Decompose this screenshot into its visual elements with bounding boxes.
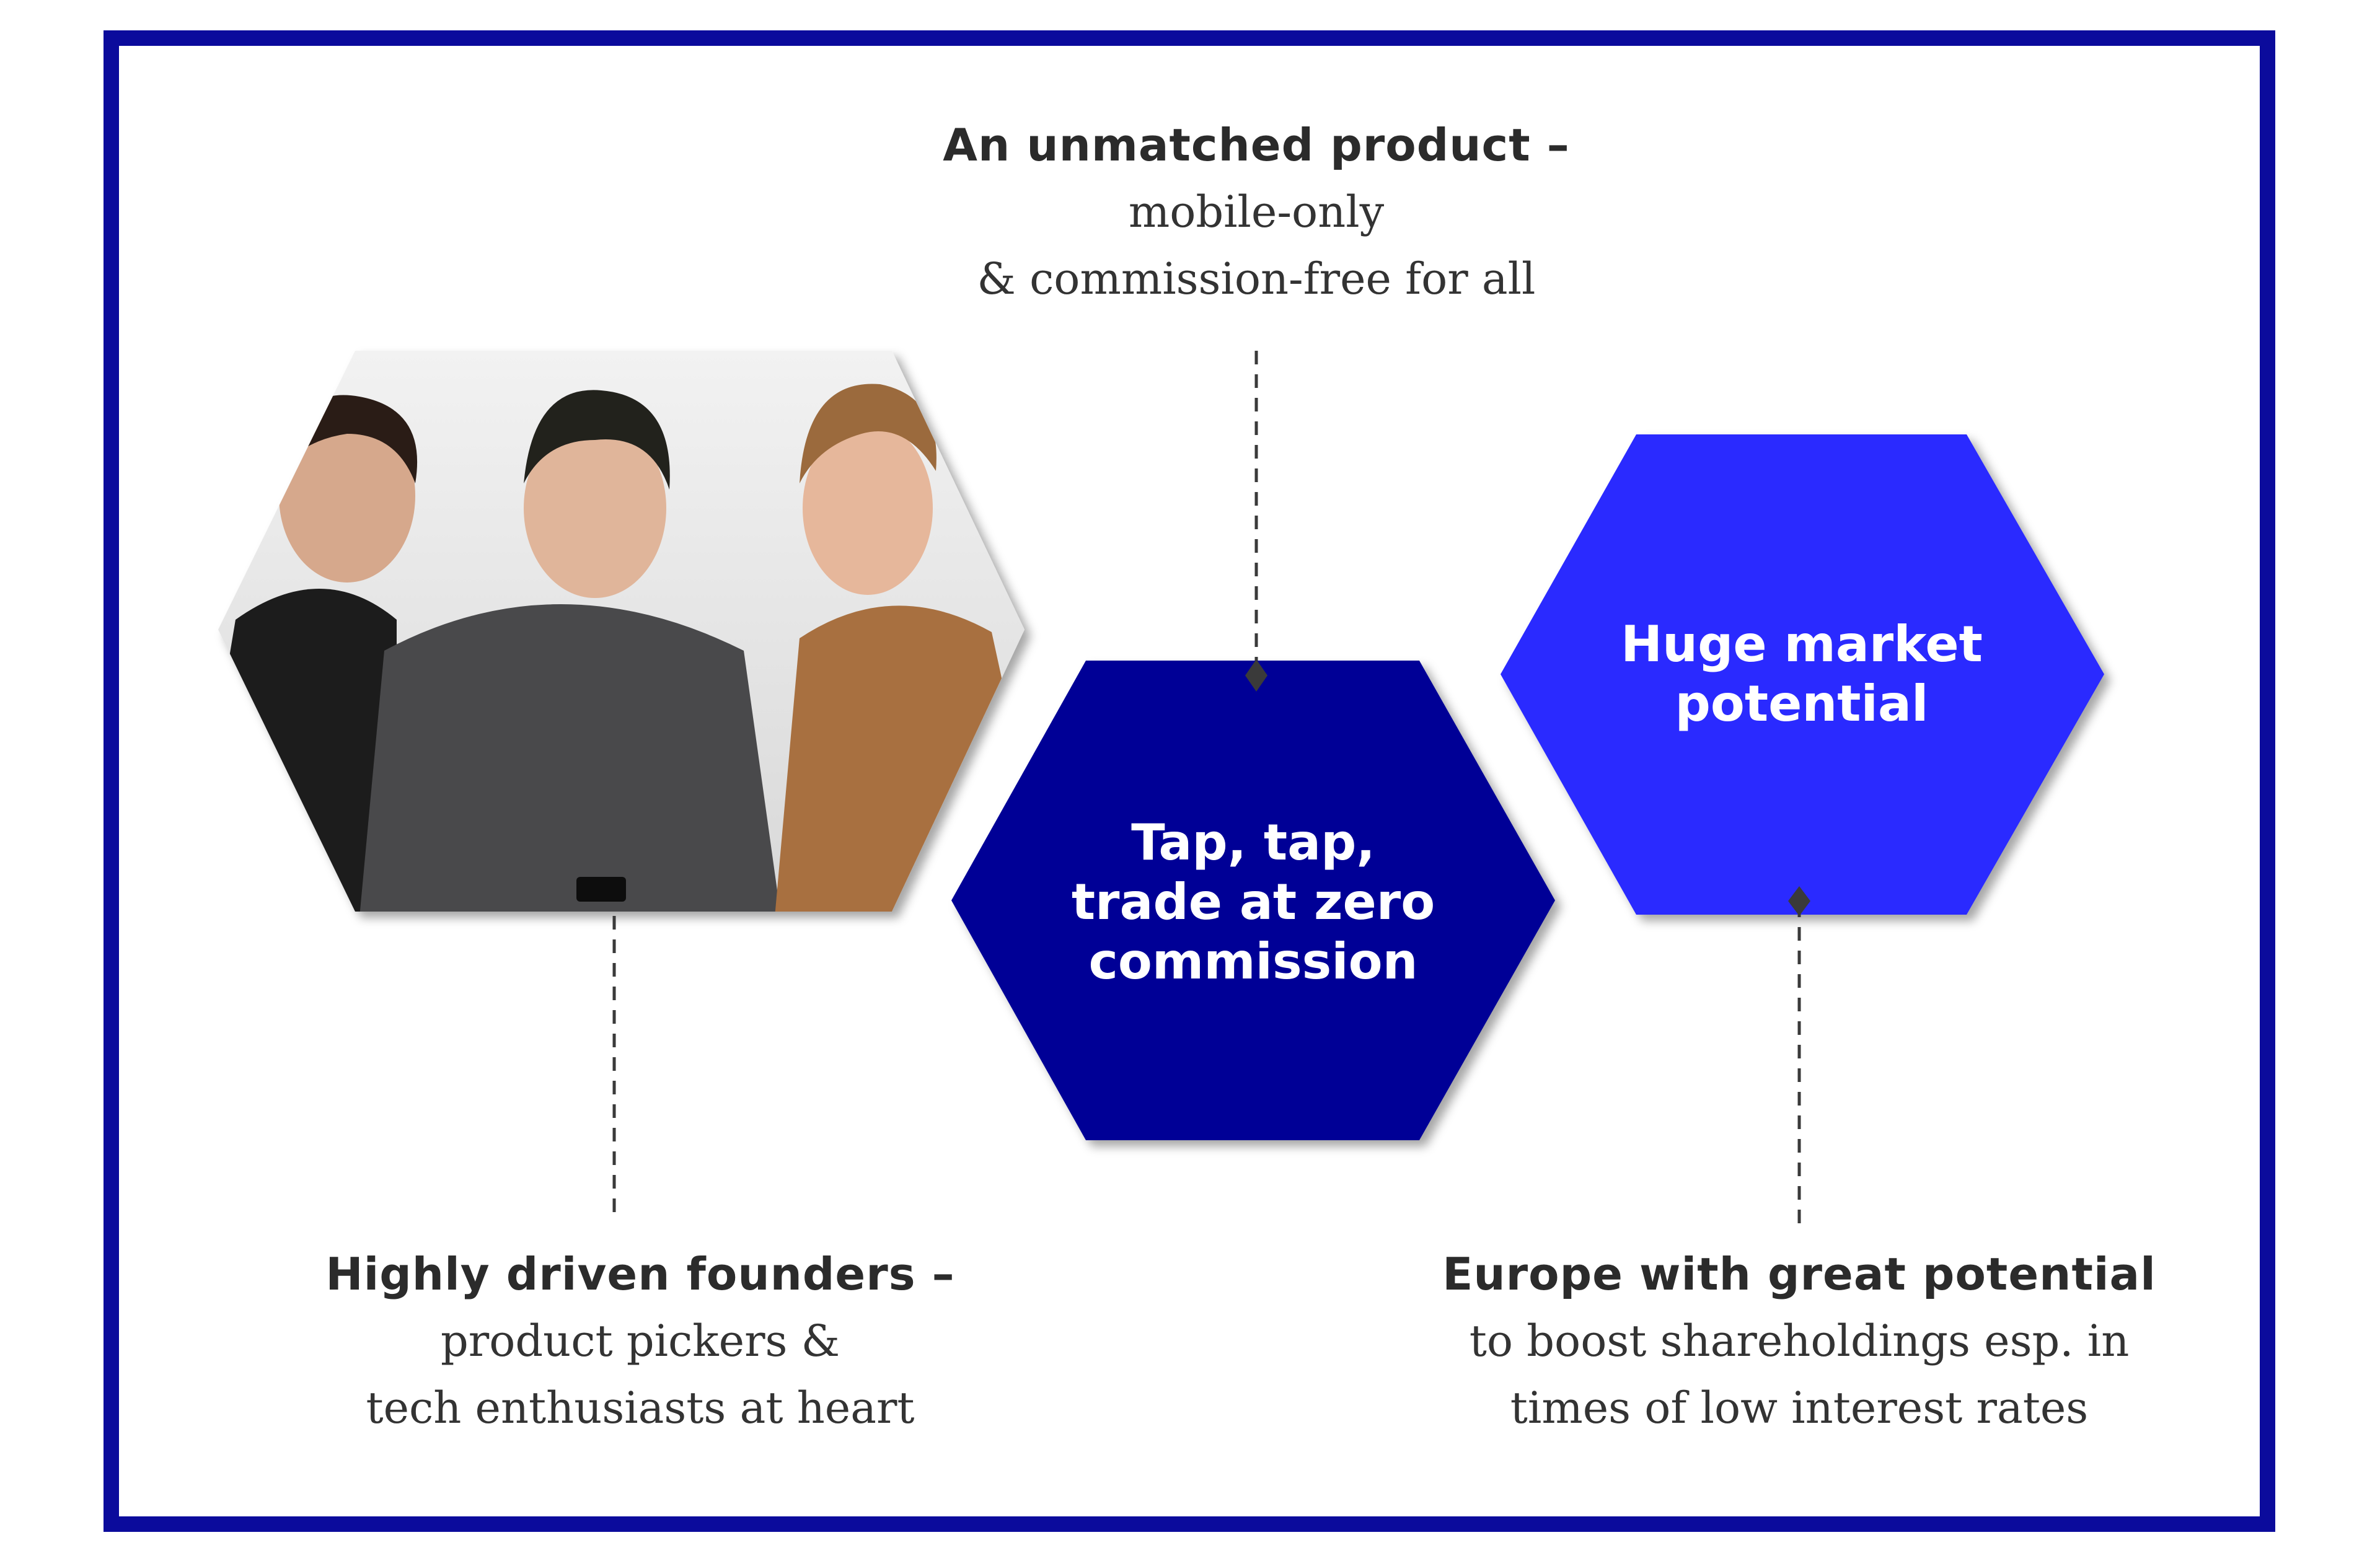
bottom-right-heading: Europe with great potential (1442, 1248, 2156, 1300)
bottom-left-heading: Highly driven founders – (325, 1248, 955, 1300)
hexagon-zero-commission (951, 661, 1555, 1140)
top-line-2: & commission-free for all (977, 253, 1536, 304)
right-connector-diamond-icon (1788, 886, 1810, 916)
bottom-right-line-1: to boost shareholdings esp. in (1469, 1316, 2130, 1366)
hex-right-line-2: potential (1675, 675, 1929, 732)
top-line-1: mobile-only (1128, 187, 1385, 237)
hexagon-market-potential (1501, 434, 2104, 915)
top-heading: An unmatched product – (943, 119, 1570, 171)
top-text-block: An unmatched product – mobile-only & com… (943, 112, 1569, 312)
bottom-left-line-2: tech enthusiasts at heart (366, 1383, 915, 1433)
hex-center-line-3: commission (1088, 933, 1418, 990)
bottom-right-text-block: Europe with great potential to boost sha… (1442, 1241, 2156, 1441)
bottom-left-line-1: product pickers & (440, 1316, 840, 1366)
hex-center-line-2: trade at zero (1071, 873, 1435, 931)
bottom-right-line-2: times of low interest rates (1510, 1383, 2089, 1433)
top-connector-diamond-icon (1245, 659, 1267, 692)
bottom-left-text-block: Highly driven founders – product pickers… (325, 1241, 954, 1441)
hex-right-line-1: Huge market (1621, 615, 1983, 673)
hex-center-line-1: Tap, tap, (1131, 814, 1375, 871)
hexagon-market-potential-label: Huge market potential (1621, 615, 1983, 734)
hexagon-zero-commission-label: Tap, tap, trade at zero commission (1072, 813, 1435, 992)
slide-frame (104, 30, 2275, 1532)
founders-photo (218, 351, 1025, 912)
